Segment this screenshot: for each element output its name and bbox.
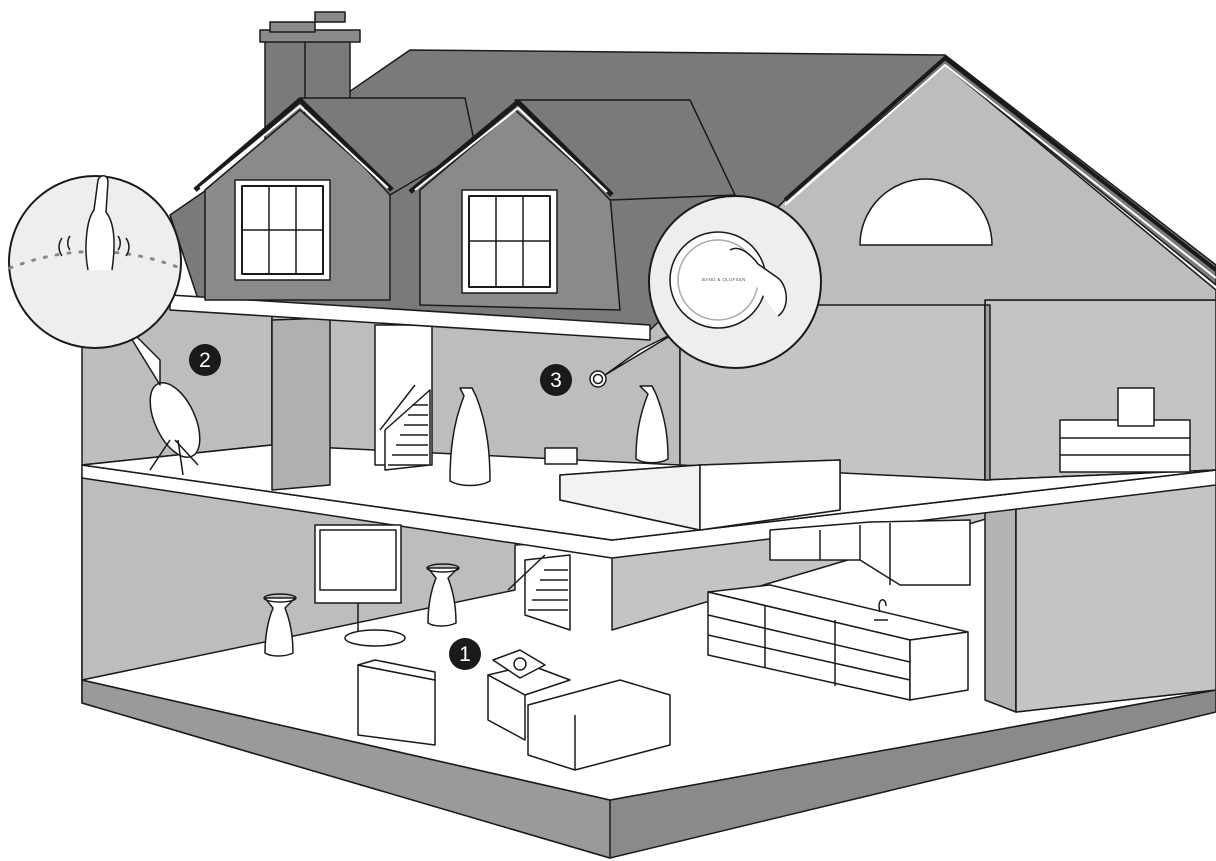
marker-2-label: 2 — [199, 349, 211, 372]
radio-small — [545, 448, 577, 464]
wall-control-device — [590, 371, 606, 387]
marker-1: 1 — [449, 638, 481, 670]
marker-3-label: 3 — [550, 369, 562, 392]
armchair-left — [358, 660, 435, 745]
marker-3: 3 — [540, 364, 572, 396]
marker-2: 2 — [189, 344, 221, 376]
brand-label: BANG & OLUFSEN — [702, 277, 746, 282]
marker-1-label: 1 — [459, 643, 471, 666]
